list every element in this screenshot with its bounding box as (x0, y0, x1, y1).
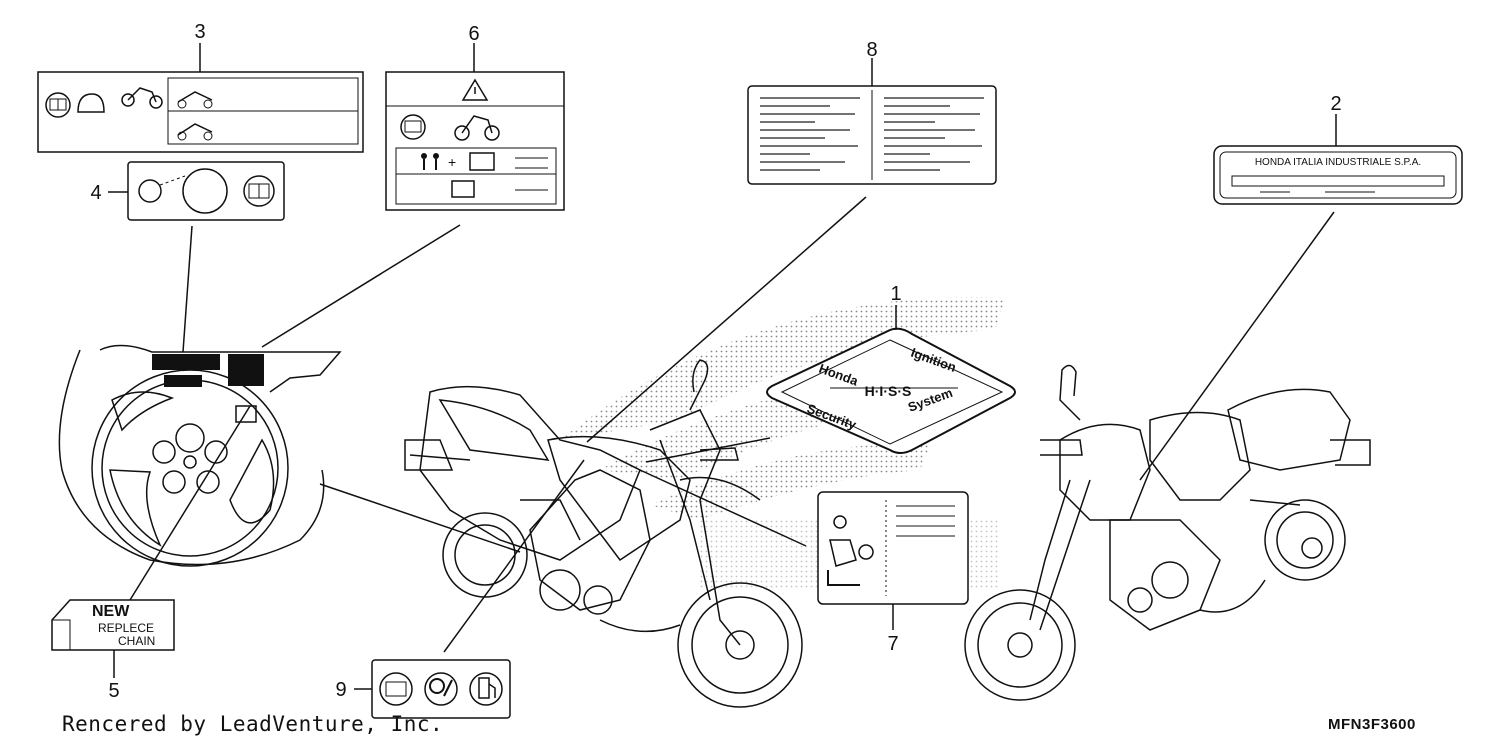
diagram-code: MFN3F3600 (1328, 716, 1416, 733)
chain-replace-text: REPLECE (98, 621, 154, 635)
label-6-sticker[interactable]: + (385, 71, 565, 211)
label-1-hiss-sticker[interactable] (766, 327, 1016, 454)
callout-8: 8 (866, 39, 877, 61)
rider-icon (177, 91, 213, 141)
callout-3: 3 (194, 21, 205, 43)
leader-lines (108, 43, 1337, 690)
svg-text:+: + (448, 154, 456, 170)
manual-book-icon (379, 672, 413, 706)
manual-book-icon (400, 114, 426, 140)
callout-9: 9 (335, 679, 346, 701)
callout-5: 5 (108, 680, 119, 702)
manual-book-icon (243, 175, 275, 207)
label-7-sticker[interactable] (817, 491, 969, 605)
rear-wheel-detail (58, 344, 342, 567)
label-9-sticker[interactable] (371, 659, 511, 719)
callout-1: 1 (890, 283, 901, 305)
label-5-chain-sticker[interactable] (51, 599, 175, 651)
callout-4: 4 (90, 182, 101, 204)
motorcycle-icon (454, 115, 500, 141)
callout-numbers: 1 2 3 4 5 6 7 8 9 (90, 21, 1341, 702)
plate-text: HONDA ITALIA INDUSTRIALE S.P.A. (1255, 157, 1421, 168)
callout-6: 6 (468, 23, 479, 45)
callout-2: 2 (1330, 93, 1341, 115)
chain-tool-icon (827, 515, 874, 586)
manual-book-icon (45, 92, 71, 118)
label-2-plate[interactable] (1213, 145, 1463, 205)
fuel-pump-icon (469, 672, 503, 706)
callout-7: 7 (887, 633, 898, 655)
wheel-detail-decals (152, 354, 264, 387)
hiss-letters-text: H·I·S·S (865, 383, 912, 399)
label-8-sticker[interactable] (747, 85, 997, 185)
rendered-by-credit: Rencered by LeadVenture, Inc. (62, 712, 444, 736)
motorcycle-right-view (964, 364, 1371, 701)
warning-icon (461, 78, 489, 101)
chain-new-text: NEW (92, 603, 130, 620)
chain-chain-text: CHAIN (118, 634, 155, 648)
motorcycle-icon (121, 87, 163, 109)
tire-pressure-icon (424, 672, 458, 706)
label-3-sticker[interactable] (37, 71, 364, 153)
passenger-icon: + (421, 152, 495, 171)
helmet-icon (77, 93, 105, 113)
label-4-sticker[interactable] (127, 161, 285, 221)
